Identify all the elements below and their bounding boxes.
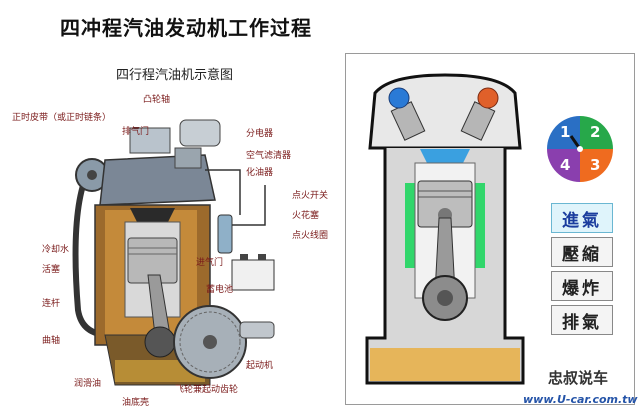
label-intake-valve: 进气门 — [196, 258, 224, 268]
label-carburetor: 化油器 — [246, 168, 274, 178]
stroke-box-power: 爆炸 — [551, 271, 613, 301]
stroke-number-3: 3 — [590, 156, 601, 174]
stroke-wheel-segment-2 — [580, 116, 613, 149]
stroke-wheel-segment-3 — [580, 149, 613, 182]
label-exhaust-valve: 排气门 — [122, 127, 150, 137]
label-ignition-switch: 点火开关 — [292, 191, 329, 201]
label-lubricating-oil: 润滑油 — [74, 379, 102, 389]
engine-cross-section — [365, 73, 525, 385]
engine-cutaway-diagram — [72, 119, 275, 386]
label-distributor: 分电器 — [246, 129, 274, 139]
stroke-wheel-segment-4 — [547, 149, 580, 182]
stroke-number-4: 4 — [560, 156, 571, 174]
label-air-filter: 空气滤清器 — [246, 151, 292, 161]
label-connecting-rod: 连杆 — [42, 299, 61, 309]
stroke-wheel-segment-1 — [547, 116, 580, 149]
label-crankshaft: 曲轴 — [42, 336, 61, 346]
stroke-number-1: 1 — [560, 123, 571, 141]
label-piston: 活塞 — [42, 265, 61, 275]
label-starter-motor: 起动机 — [246, 361, 274, 371]
stroke-box-intake: 進氣 — [551, 203, 613, 233]
stroke-number-2: 2 — [590, 123, 601, 141]
label-spark-plug: 火花塞 — [292, 211, 320, 221]
label-flywheel-ring-gear: 飞轮兼起动齿轮 — [175, 385, 239, 395]
stroke-box-exhaust: 排氣 — [551, 305, 613, 335]
watermark: 忠叔说车 — [548, 369, 609, 387]
brand-url: www.U-car.com.tw — [523, 393, 638, 406]
label-oil-pan: 油底壳 — [122, 398, 150, 408]
label-camshaft: 凸轮轴 — [143, 95, 171, 105]
label-coolant: 冷却水 — [42, 245, 70, 255]
label-ignition-coil: 点火线圈 — [292, 231, 329, 241]
label-battery: 蓄电池 — [206, 285, 234, 295]
label-timing-belt: 正时皮带（或正时链条） — [12, 113, 112, 123]
diagram-title: 四行程汽油机示意图 — [116, 68, 234, 83]
stroke-box-compression: 壓縮 — [551, 237, 613, 267]
stroke-wheel — [547, 116, 613, 182]
page-title: 四冲程汽油发动机工作过程 — [60, 16, 312, 40]
